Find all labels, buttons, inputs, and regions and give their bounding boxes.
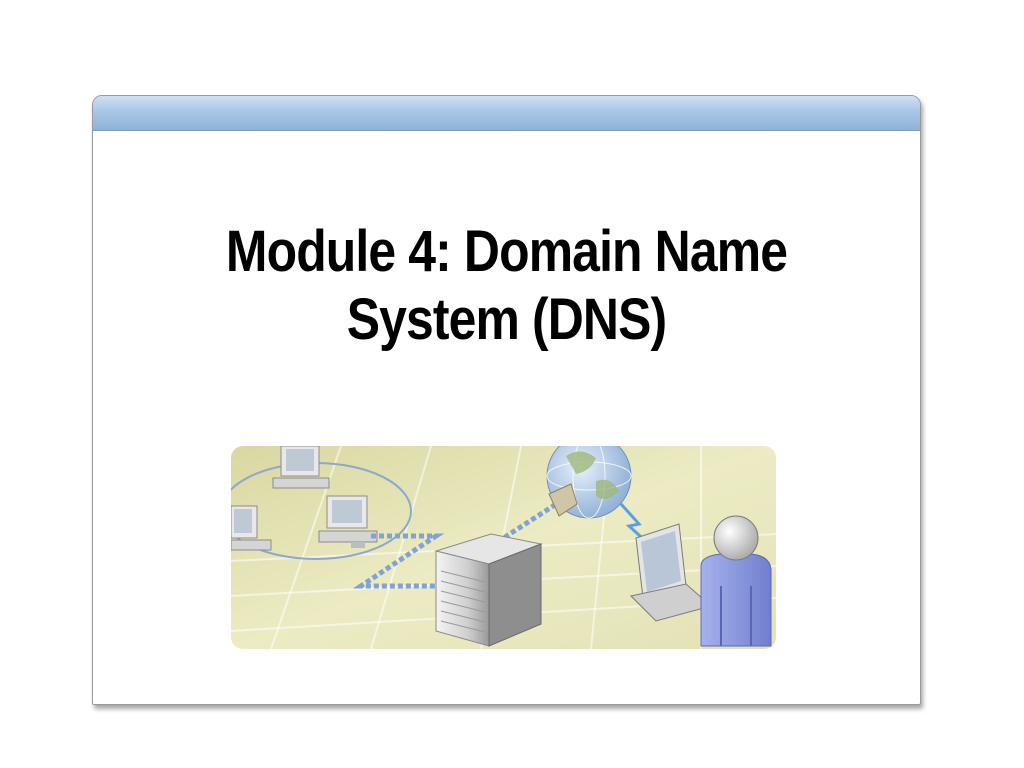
user-icon (700, 515, 772, 647)
slide-frame: Module 4: Domain Name System (DNS) (92, 95, 921, 705)
network-link (352, 533, 445, 589)
client-computer-icon (318, 495, 378, 548)
slide-title: Module 4: Domain Name System (DNS) (151, 218, 862, 354)
client-computer-icon (272, 446, 330, 489)
server-icon (434, 533, 543, 647)
network-link (489, 498, 563, 549)
client-computer-icon (231, 505, 272, 551)
laptop-icon (629, 523, 713, 622)
wireless-link (619, 502, 653, 548)
title-line-1: Module 4: Domain Name (225, 219, 788, 284)
globe-icon (546, 446, 632, 519)
title-line-2: System (DNS) (346, 287, 667, 352)
network-illustration (231, 446, 776, 649)
slide-title-bar (93, 96, 920, 131)
